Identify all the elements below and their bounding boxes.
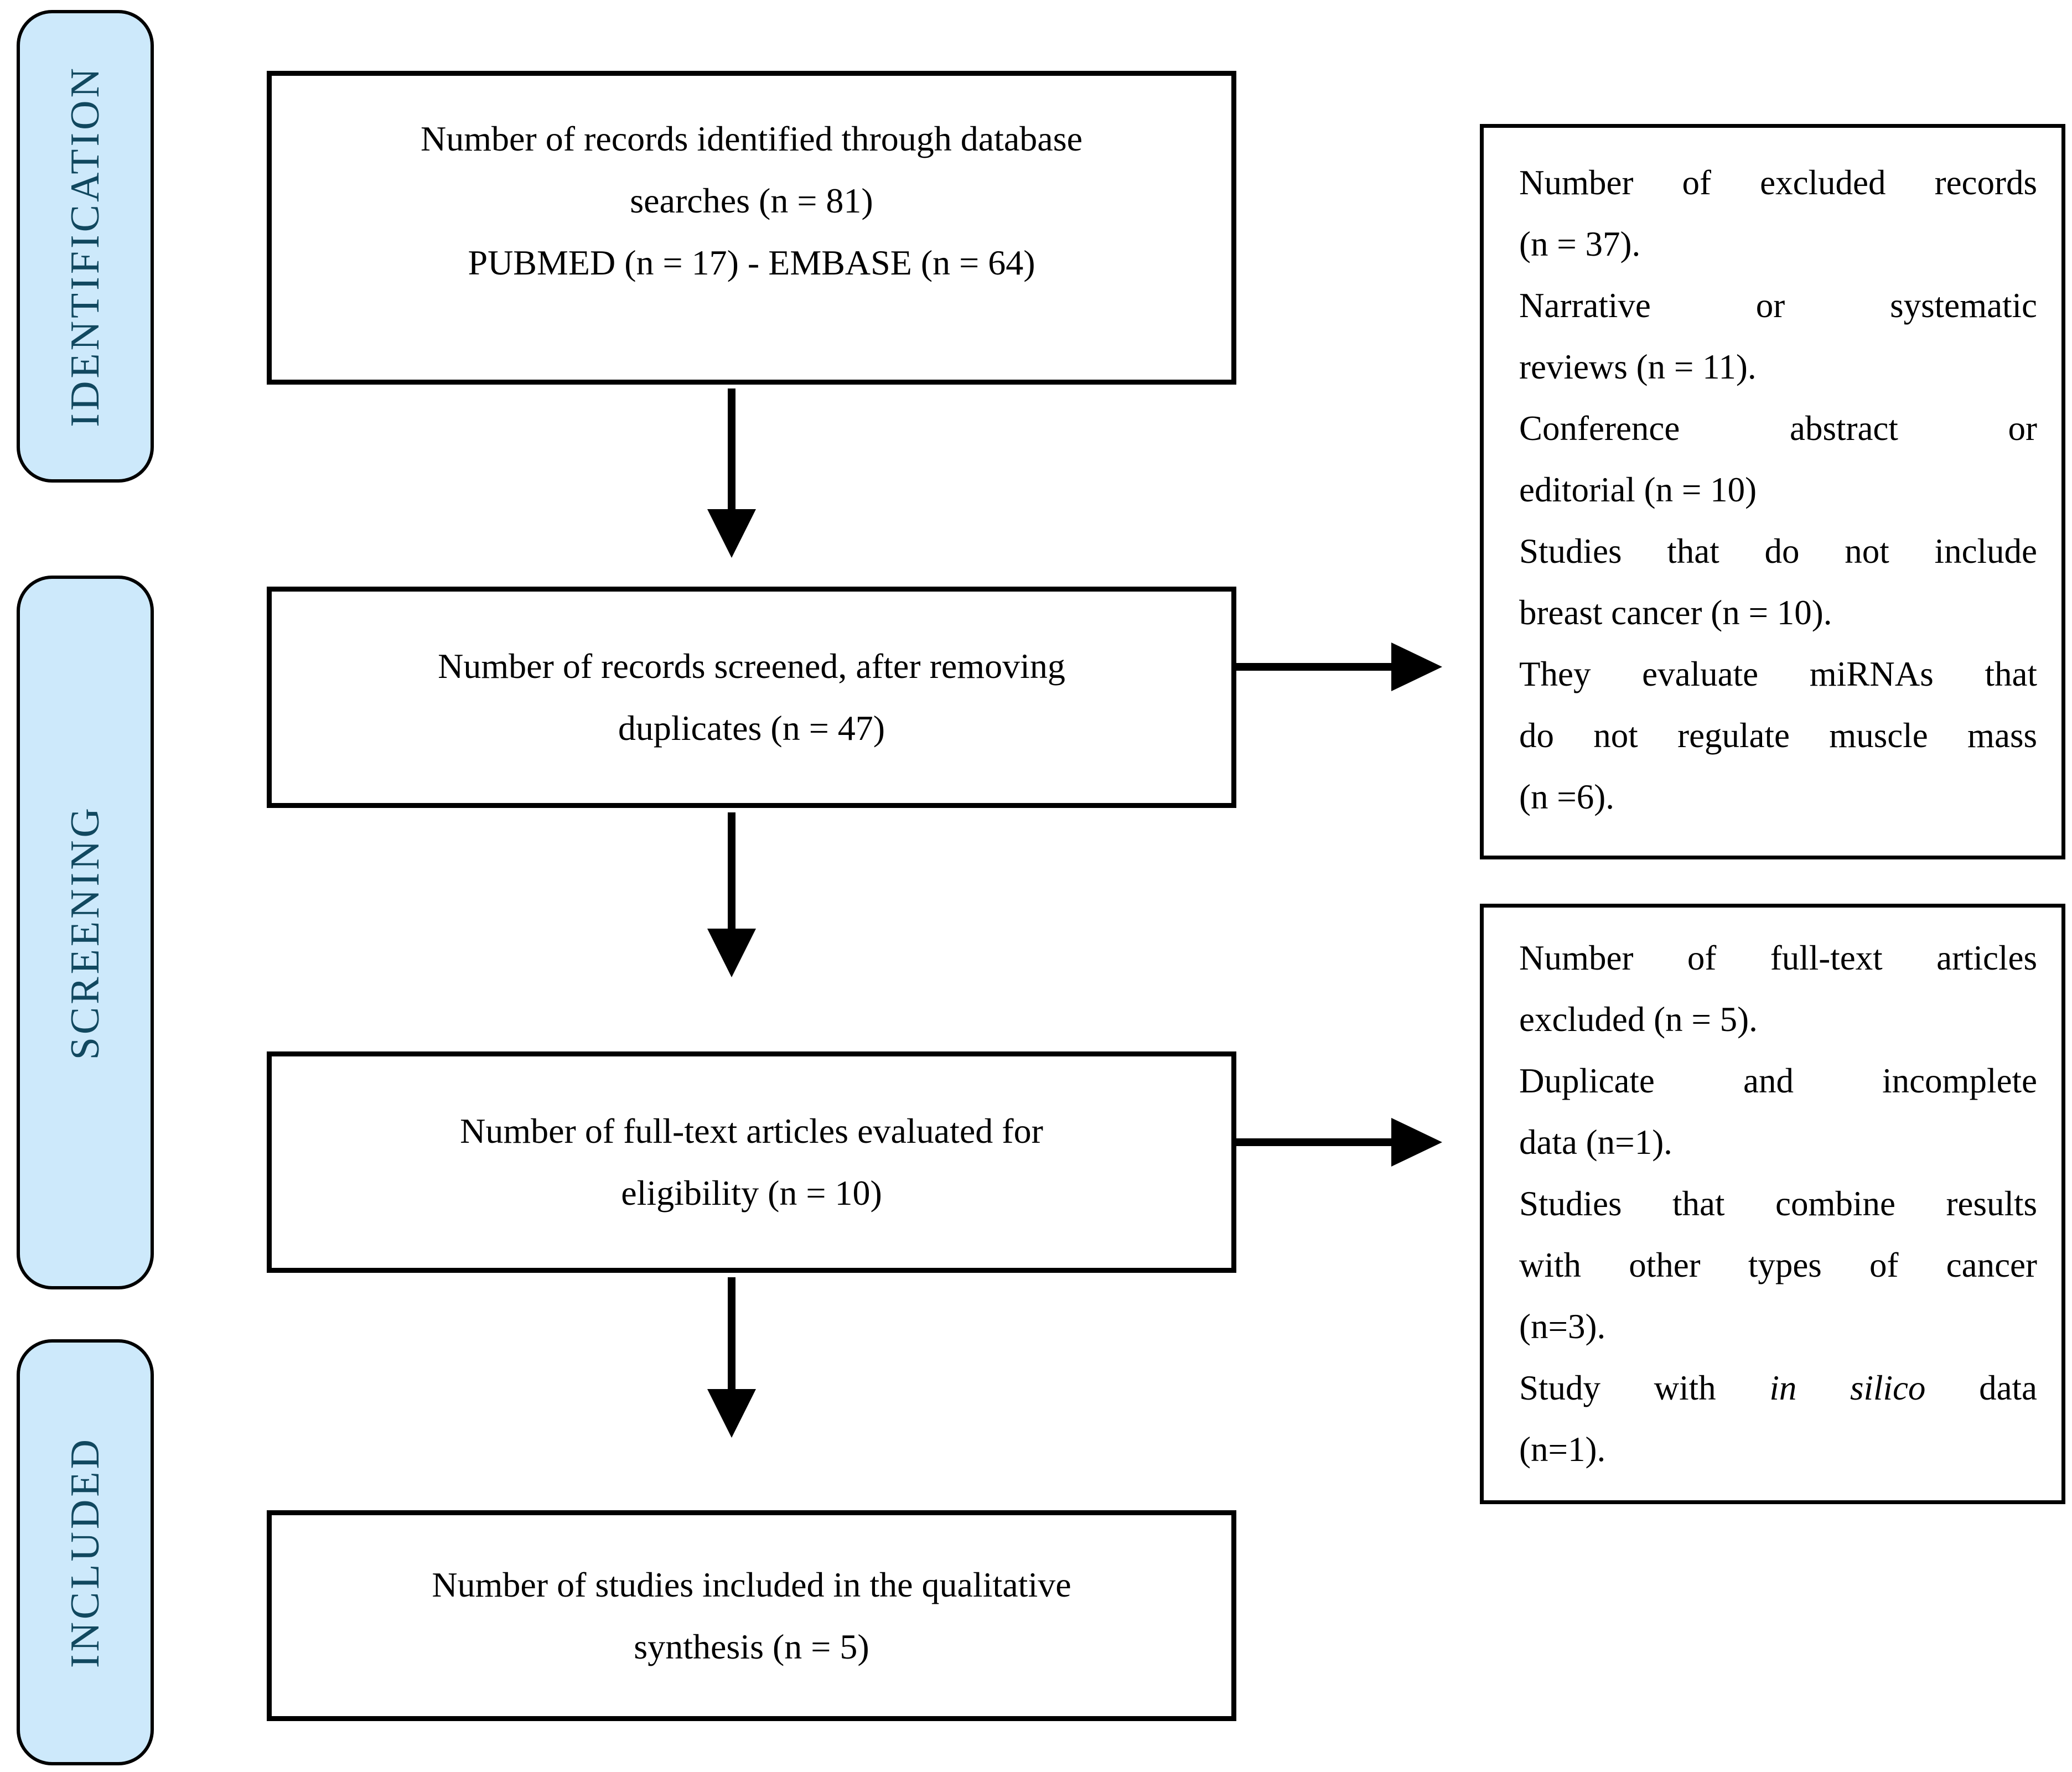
- arrow-right-1-line: [1236, 663, 1391, 671]
- exclusion-box-records: Number of excluded records (n = 37). Nar…: [1480, 124, 2065, 859]
- italic-line-term: in silico: [1769, 1369, 1926, 1407]
- exclusion-text-line: data (n=1).: [1519, 1123, 1672, 1162]
- stage-label-identification-text: IDENTIFICATION: [62, 65, 108, 427]
- stage-label-identification: IDENTIFICATION: [17, 10, 154, 483]
- exclusion-text-line: Conference abstract or: [1519, 409, 2037, 448]
- exclusion-text-line: editorial (n = 10): [1519, 470, 1757, 509]
- exclusion-text-line: (n=3).: [1519, 1307, 1606, 1346]
- flow-box-records-screened: Number of records screened, after removi…: [267, 587, 1236, 808]
- arrow-down-3-head-icon: [707, 1389, 756, 1438]
- exclusion-text-line-italic: Study with in silico data: [1519, 1358, 2037, 1419]
- arrow-down-1-line: [728, 388, 735, 509]
- arrow-down-2-head-icon: [707, 929, 756, 977]
- arrow-down-2-line: [728, 812, 735, 929]
- flow-box-text-line: eligibility (n = 10): [621, 1173, 882, 1213]
- exclusion-text-line: Narrative or systematic: [1519, 286, 2037, 325]
- exclusion-text-line: breast cancer (n = 10).: [1519, 593, 1832, 632]
- flow-box-text-line: synthesis (n = 5): [634, 1626, 869, 1666]
- exclusion-text-line: Studies that combine results: [1519, 1184, 2037, 1223]
- exclusion-text-line: Studies that do not include: [1519, 532, 2037, 571]
- exclusion-text-line: (n = 37).: [1519, 225, 1641, 263]
- flow-box-records-identified: Number of records identified through dat…: [267, 71, 1236, 385]
- stage-label-included-text: INCLUDED: [62, 1436, 108, 1669]
- flow-box-text-line: PUBMED (n = 17) - EMBASE (n = 64): [468, 243, 1035, 282]
- exclusion-text-line: reviews (n = 11).: [1519, 348, 1757, 386]
- flow-box-text-line: Number of records identified through dat…: [420, 119, 1083, 158]
- arrow-right-1-head-icon: [1391, 643, 1442, 691]
- exclusion-text-line: Duplicate and incomplete: [1519, 1061, 2037, 1100]
- flow-box-text-line: Number of studies included in the qualit…: [432, 1564, 1071, 1604]
- stage-label-screening-text: SCREENING: [62, 805, 108, 1060]
- exclusion-box-fulltext: Number of full-text articles excluded (n…: [1480, 904, 2065, 1504]
- flow-box-text-line: Number of records screened, after removi…: [438, 646, 1065, 686]
- flow-box-text-line: Number of full-text articles evaluated f…: [460, 1111, 1043, 1151]
- arrow-right-2-head-icon: [1391, 1118, 1442, 1167]
- exclusion-text-line: with other types of cancer: [1519, 1246, 2037, 1284]
- arrow-down-3-line: [728, 1277, 735, 1389]
- italic-line-pre: Study with: [1519, 1369, 1770, 1407]
- flow-box-text-line: duplicates (n = 47): [618, 708, 885, 748]
- exclusion-text-line: do not regulate muscle mass: [1519, 716, 2037, 755]
- exclusion-text-line: Number of full-text articles: [1519, 939, 2037, 977]
- italic-line-post: data: [1925, 1369, 2037, 1407]
- exclusion-text-line: (n =6).: [1519, 778, 1614, 816]
- flow-box-studies-included: Number of studies included in the qualit…: [267, 1510, 1236, 1721]
- arrow-down-1-head-icon: [707, 509, 756, 558]
- exclusion-text-line: They evaluate miRNAs that: [1519, 655, 2037, 693]
- exclusion-text-line: Number of excluded records: [1519, 163, 2037, 202]
- exclusion-text-line: (n=1).: [1519, 1430, 1606, 1469]
- exclusion-text-line: excluded (n = 5).: [1519, 1000, 1758, 1039]
- arrow-right-2-line: [1236, 1138, 1391, 1146]
- flow-box-text-line: searches (n = 81): [630, 181, 873, 220]
- stage-label-included: INCLUDED: [17, 1339, 154, 1765]
- flow-box-fulltext-eligibility: Number of full-text articles evaluated f…: [267, 1051, 1236, 1273]
- stage-label-screening: SCREENING: [17, 576, 154, 1289]
